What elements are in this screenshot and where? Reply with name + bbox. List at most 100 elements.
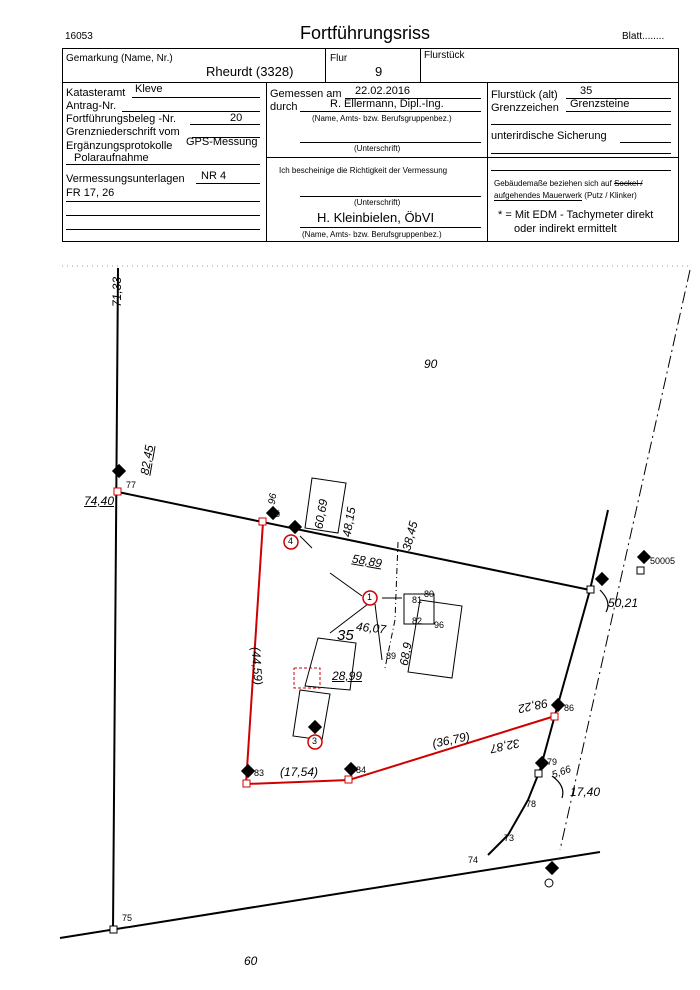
building-east — [407, 599, 463, 679]
point-89: 89 — [386, 651, 397, 661]
mid-divider — [266, 157, 487, 158]
right-blank-line-3 — [491, 170, 671, 171]
point-86: 86 — [564, 703, 575, 713]
right-col-divider — [487, 82, 488, 242]
point-squares — [109, 487, 559, 934]
flurstueck-alt-label: Flurstück (alt) — [491, 89, 558, 101]
ergaenz-label: Ergänzungsprotokolle — [66, 140, 173, 152]
right-blank-line-2 — [491, 153, 671, 154]
grenz-label: Grenzniederschrift vom — [66, 126, 180, 138]
grenzzeichen-value: Grenzsteine — [570, 98, 630, 110]
marker-83 — [240, 763, 256, 779]
flur-label: Flur — [330, 53, 348, 64]
boundary-markers — [111, 463, 652, 876]
station-1 — [362, 590, 378, 606]
durch-label: durch — [270, 101, 298, 113]
grenz-underline — [192, 137, 260, 138]
oebvi-name: H. Kleinbielen, ÖbVI — [317, 210, 435, 225]
gemessen-label: Gemessen am — [270, 88, 342, 100]
form-row-divider — [62, 82, 679, 83]
station-3 — [307, 734, 323, 750]
gemessen-value: 22.02.2016 — [355, 85, 411, 97]
sockel-struck: Sockel / — [614, 179, 643, 188]
grenzzeichen-label: Grenzzeichen — [491, 102, 559, 114]
antrag-label: Antrag-Nr. — [66, 100, 117, 112]
point-96: 96 — [434, 620, 445, 630]
north-boundary — [117, 491, 591, 591]
sicherung-underline — [620, 142, 671, 143]
interior-dash-line-2 — [293, 667, 321, 689]
flurstueck-alt-underline — [566, 98, 671, 99]
edm-note-2: oder indirekt ermittelt — [514, 223, 617, 235]
flur-divider — [420, 48, 421, 82]
vermessung-underline — [196, 183, 260, 184]
unterschrift2-line — [300, 196, 481, 197]
grenzzeichen-underline — [566, 111, 671, 112]
gemarkung-value: Rheurdt (3328) — [206, 64, 294, 79]
page-title: Fortführungsriss — [300, 23, 431, 43]
south-boundary — [59, 851, 601, 939]
west-boundary — [112, 267, 119, 931]
point-80: 80 — [424, 589, 435, 599]
point-83: 83 — [254, 768, 265, 778]
point-78: 78 — [526, 799, 537, 809]
measure-71-33: 71,33 — [110, 276, 125, 308]
right-divider — [487, 157, 679, 158]
point-74: 74 — [468, 855, 479, 865]
beleg-label: Fortführungsbeleg -Nr. — [66, 113, 177, 125]
gebaeude-note-2: aufgehendes Mauerwerk (Putz / Klinker) — [494, 191, 637, 201]
marker-79 — [534, 755, 550, 771]
measure-17-54: (17,54) — [280, 765, 319, 779]
point-circle-8 — [544, 878, 554, 888]
measure-50-21: 50,21 — [608, 596, 639, 610]
name-caption2: (Name, Amts- bzw. Berufsgruppenbez.) — [302, 230, 442, 239]
measure-17-40: 17,40 — [570, 785, 601, 799]
durch-underline — [300, 111, 481, 112]
beleg-underline — [190, 124, 260, 125]
form-table — [62, 48, 679, 242]
building-south — [292, 689, 331, 741]
red-boundary — [244, 521, 556, 786]
right-blank-line-1 — [491, 124, 671, 125]
sicherung-label: unterirdische Sicherung — [491, 130, 607, 142]
flur-value: 9 — [375, 64, 383, 79]
vermessung-value: NR 4 — [201, 170, 227, 182]
sheet-number: Blatt........ — [622, 31, 665, 42]
point-84: 84 — [356, 765, 367, 775]
bescheinige-text: Ich bescheinige die Richtigkeit der Verm… — [279, 166, 448, 175]
parcel-label-90: 90 — [424, 357, 438, 371]
document-number: 16053 — [65, 31, 93, 42]
building-north — [304, 477, 347, 534]
unterschrift-caption: (Unterschrift) — [354, 144, 401, 153]
unterschrift2-caption: (Unterschrift) — [354, 198, 401, 207]
measure-74-40: 74,40 — [84, 494, 115, 508]
arc-50-21 — [599, 589, 609, 613]
beleg-value: 20 — [230, 112, 243, 124]
ergaenz-value: GPS-Messung — [186, 136, 258, 148]
point-79: 79 — [547, 757, 558, 767]
fr-value: FR 17, 26 — [66, 187, 115, 199]
fr-underline-3 — [66, 229, 260, 230]
measure-44-59: (44,59) — [248, 646, 266, 686]
marker-85 — [265, 505, 281, 521]
station-label-3: 3 — [312, 736, 318, 746]
measure-68-9: 68,9 — [396, 641, 415, 667]
marker-3 — [307, 719, 323, 735]
station-label-4: 4 — [288, 536, 294, 546]
vermessung-label: Vermessungsunterlagen — [66, 173, 185, 185]
point-81: 81 — [412, 595, 423, 605]
point-85: 85 — [270, 509, 281, 519]
point-50005: 50005 — [650, 556, 676, 566]
marker-50005 — [636, 549, 652, 565]
parcel-lines — [59, 267, 609, 939]
arc-17-40 — [551, 775, 564, 799]
dash-dot-line — [559, 269, 691, 851]
interior-dash-line — [384, 541, 399, 669]
point-77: 77 — [126, 480, 137, 490]
marker-86 — [550, 697, 566, 713]
katasteramt-value: Kleve — [135, 83, 163, 95]
gemarkung-divider — [325, 48, 326, 82]
parcel-label-60: 60 — [244, 954, 258, 968]
marker-4 — [287, 519, 303, 535]
building-west — [304, 637, 357, 691]
